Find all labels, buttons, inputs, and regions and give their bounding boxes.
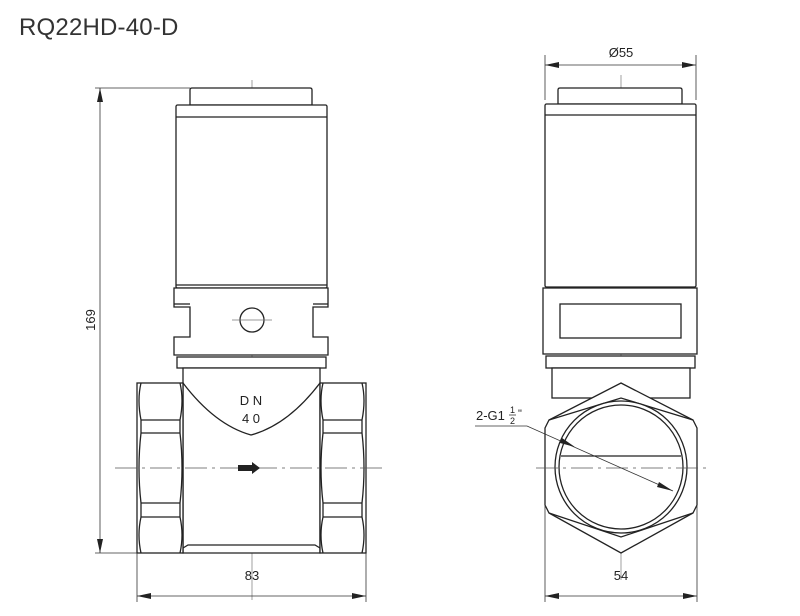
body-bottom-edge: [182, 544, 321, 549]
side-actuator-cap: [557, 87, 683, 105]
thread-fraction-denominator: 2: [510, 416, 515, 426]
front-view: D N 4 0 169 83: [83, 80, 385, 602]
body-transition-curve: [182, 382, 321, 436]
side-lower-ring: [545, 355, 696, 369]
height-dimension-label: 169: [83, 309, 98, 331]
side-width-label: 54: [614, 568, 628, 583]
nut-edge: [320, 382, 324, 554]
thread-fraction-numerator: 1: [510, 405, 515, 415]
flow-direction-arrow-icon: [238, 462, 260, 474]
marking-dn: D N: [240, 393, 262, 408]
thread-inch-mark: ": [518, 408, 522, 420]
actuator-cap: [189, 87, 313, 106]
actuator-body: [175, 104, 328, 289]
drawing-title: RQ22HD-40-D: [19, 14, 179, 41]
thread-leader-line: [475, 425, 674, 492]
lower-ring: [176, 356, 327, 369]
collar-window: [559, 303, 682, 339]
nut-edge: [179, 382, 183, 554]
port-inner-circle: [558, 404, 684, 530]
thread-label: 2-G1: [476, 408, 505, 423]
hex-chamfer: [548, 512, 694, 538]
front-width-label: 83: [245, 568, 259, 583]
side-actuator-body: [544, 103, 697, 288]
hex-chamfer: [548, 397, 694, 421]
marking-40: 4 0: [242, 411, 260, 426]
leader-arrow-icon: [560, 438, 673, 491]
nut-edge: [138, 382, 142, 554]
thread-label-prefix: 2-G1: [476, 408, 505, 423]
diameter-label: Ø55: [609, 45, 634, 60]
port-outer-circle: [554, 400, 688, 534]
side-view: Ø55 2-G1 1 2 " 54: [475, 45, 706, 602]
